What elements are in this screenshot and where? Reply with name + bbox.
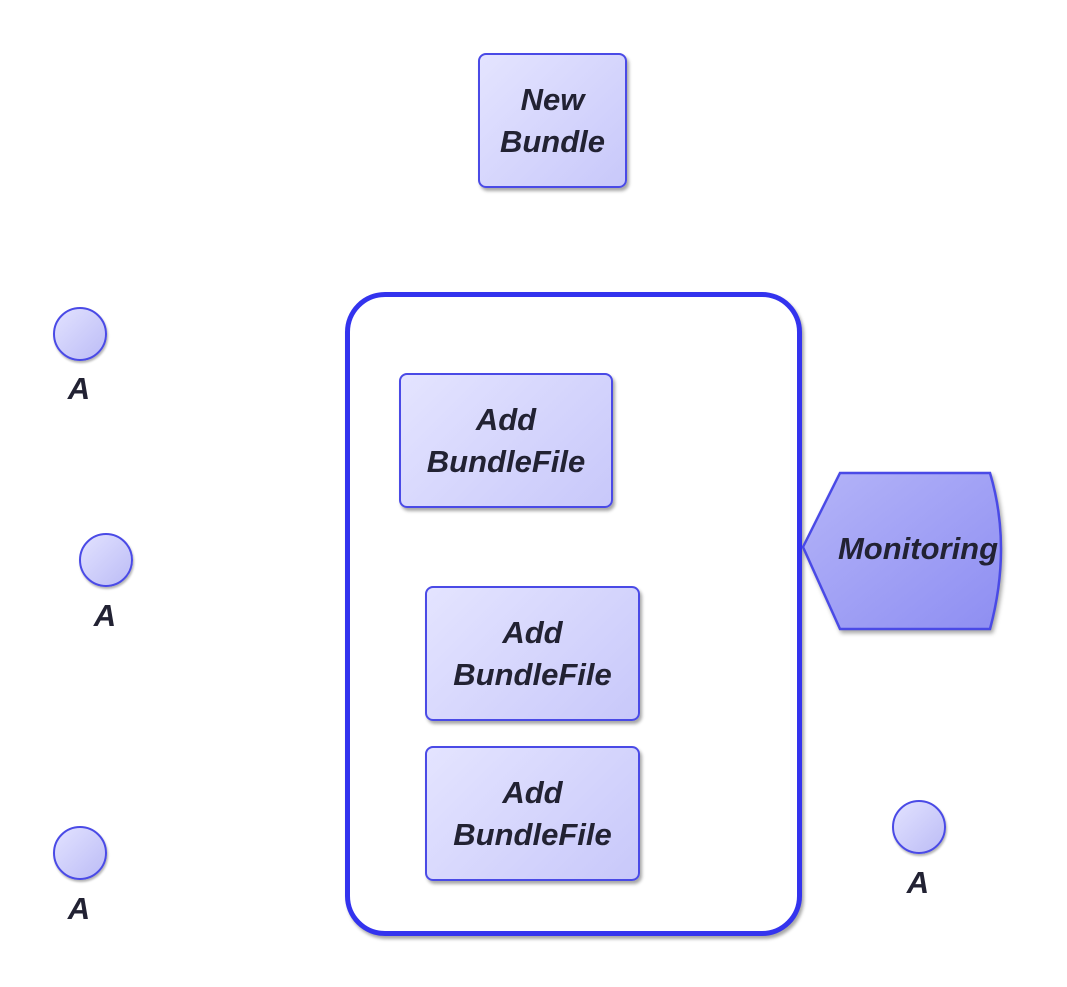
new-bundle-task[interactable]: New Bundle [478, 53, 627, 188]
event-circle-2[interactable] [79, 533, 133, 587]
event-circle-4[interactable] [892, 800, 946, 854]
monitoring-shape-icon [801, 471, 1003, 631]
add-bundlefile-task-2[interactable]: Add BundleFile [425, 586, 640, 721]
event-label-3: A [67, 891, 91, 926]
add-bundlefile-label-3: Add BundleFile [453, 774, 612, 852]
add-bundlefile-label-2: Add BundleFile [453, 614, 612, 692]
add-bundlefile-label-1: Add BundleFile [426, 401, 586, 479]
event-circle-3[interactable] [53, 826, 107, 880]
event-label-2: A [93, 598, 117, 633]
add-bundlefile-task-3[interactable]: Add BundleFile [425, 746, 640, 881]
monitoring-node[interactable]: Monitoring [800, 469, 1016, 633]
event-label-4: A [906, 865, 930, 900]
monitoring-label: Monitoring [837, 531, 999, 566]
event-label-1: A [67, 371, 91, 406]
event-circle-1[interactable] [53, 307, 107, 361]
add-bundlefile-task-1[interactable]: Add BundleFile [399, 373, 613, 508]
new-bundle-label: New Bundle [499, 81, 606, 159]
